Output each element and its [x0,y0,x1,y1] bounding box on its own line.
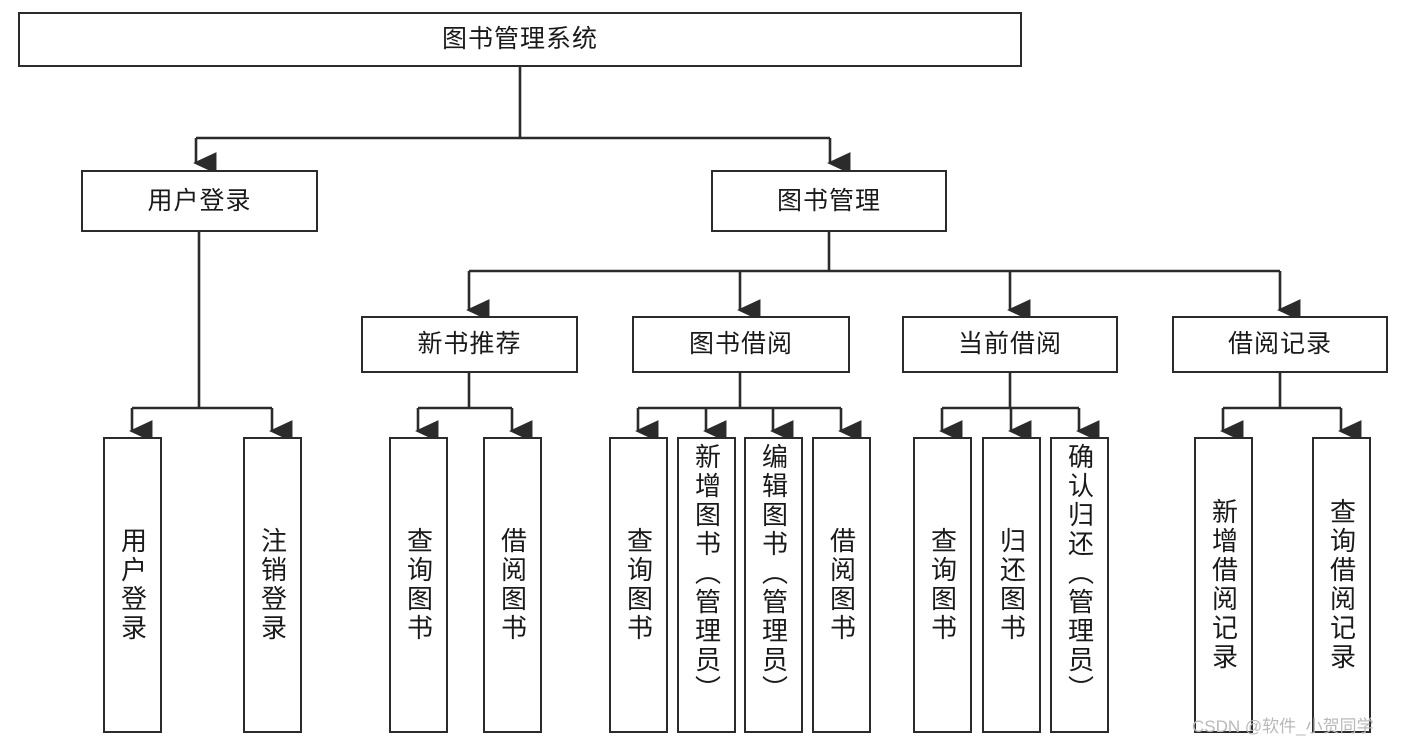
node-label: 编辑图书（管理员） [758,443,789,704]
leaf-current-borrow-query-book[interactable]: 查询图书 [913,437,972,733]
node-label: 查询图书 [623,527,654,643]
leaf-book-borrow-borrow-book[interactable]: 借阅图书 [812,437,871,733]
node-label: 查询图书 [927,527,958,643]
node-current-borrow[interactable]: 当前借阅 [902,316,1118,373]
node-book-borrow[interactable]: 图书借阅 [632,316,850,373]
node-borrow-record[interactable]: 借阅记录 [1172,316,1388,373]
watermark-text: CSDN @软件_小贺同学 [1192,717,1374,736]
node-user-login[interactable]: 用户登录 [81,170,318,232]
node-label: 归还图书 [996,527,1027,643]
node-book-management-system[interactable]: 图书管理系统 [18,12,1022,67]
leaf-current-borrow-confirm-return-admin[interactable]: 确认归还（管理员） [1050,437,1109,733]
leaf-book-borrow-query-book[interactable]: 查询图书 [609,437,668,733]
node-label: 用户登录 [147,186,252,215]
node-label: 新书推荐 [417,330,522,359]
leaf-book-borrow-add-book-admin[interactable]: 新增图书（管理员） [677,437,736,733]
leaf-current-borrow-return-book[interactable]: 归还图书 [982,437,1041,733]
node-label: 确认归还（管理员） [1064,443,1095,704]
leaf-borrow-record-add-record[interactable]: 新增借阅记录 [1194,437,1253,733]
node-label: 图书管理系统 [441,25,598,54]
leaf-new-book-query-book[interactable]: 查询图书 [389,437,448,733]
leaf-user-login-login[interactable]: 用户登录 [103,437,162,733]
node-label: 图书借阅 [688,330,793,359]
node-label: 用户登录 [117,527,148,643]
node-label: 借阅图书 [826,527,857,643]
node-label: 新增图书（管理员） [691,443,722,704]
leaf-new-book-borrow-book[interactable]: 借阅图书 [483,437,542,733]
node-label: 借阅记录 [1227,330,1332,359]
node-label: 注销登录 [257,527,288,643]
node-book-management[interactable]: 图书管理 [711,170,947,232]
node-label: 查询借阅记录 [1326,498,1357,672]
node-label: 借阅图书 [497,527,528,643]
node-label: 新增借阅记录 [1208,498,1239,672]
leaf-user-login-logout[interactable]: 注销登录 [243,437,302,733]
leaf-borrow-record-query-record[interactable]: 查询借阅记录 [1312,437,1371,733]
node-label: 图书管理 [776,186,881,215]
node-label: 当前借阅 [957,330,1062,359]
leaf-book-borrow-edit-book-admin[interactable]: 编辑图书（管理员） [744,437,803,733]
node-new-book-recommend[interactable]: 新书推荐 [361,316,578,373]
node-label: 查询图书 [403,527,434,643]
